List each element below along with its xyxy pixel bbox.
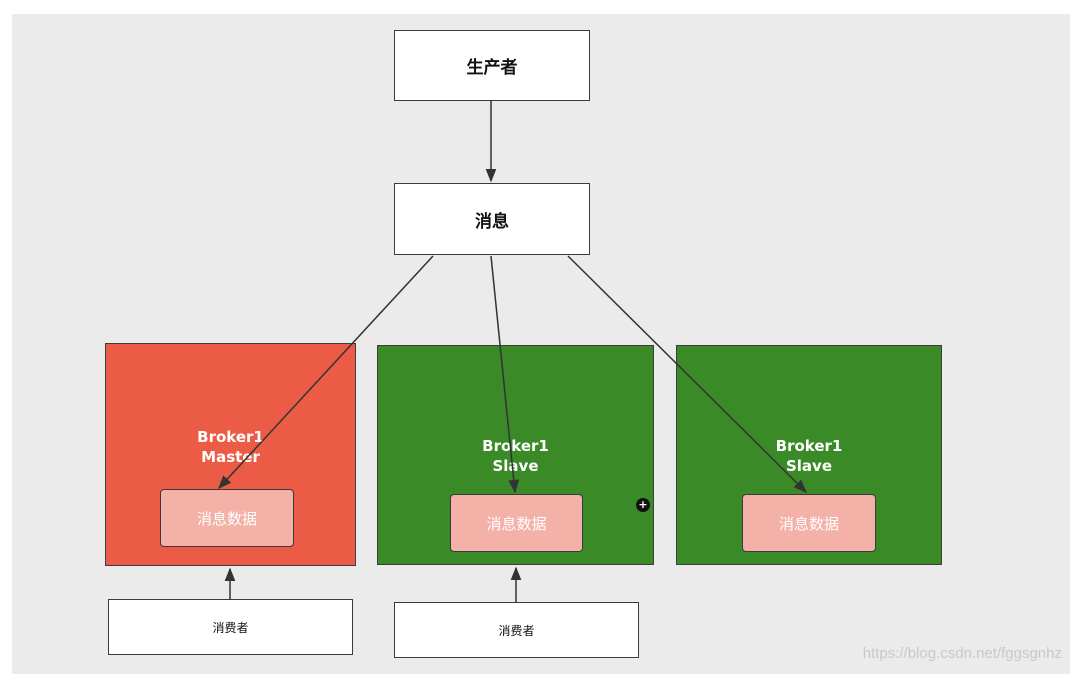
broker-slave-1-role: Slave (492, 457, 539, 475)
message-node: 消息 (394, 183, 590, 255)
broker-slave-2-data: 消息数据 (742, 494, 876, 552)
consumer-2-label: 消费者 (498, 623, 535, 638)
watermark: https://blog.csdn.net/fggsgnhz (862, 645, 1062, 662)
broker-slave-2-name: Broker1 (775, 437, 843, 455)
broker-master-data: 消息数据 (160, 489, 294, 547)
consumer-node-2: 消费者 (394, 602, 639, 658)
broker-slave-1-data-label: 消息数据 (486, 514, 547, 533)
producer-node: 生产者 (394, 30, 590, 101)
broker-slave-2-data-label: 消息数据 (778, 514, 839, 533)
cursor-icon: + (636, 498, 650, 512)
broker-master: Broker1 Master 消息数据 (105, 343, 356, 566)
consumer-1-label: 消费者 (212, 620, 249, 635)
broker-slave-1: Broker1 Slave 消息数据 (377, 345, 654, 565)
broker-slave-1-title: Broker1 Slave (378, 436, 653, 476)
broker-master-name: Broker1 (197, 428, 264, 446)
message-label: 消息 (475, 211, 509, 232)
broker-master-role: Master (201, 448, 260, 466)
broker-slave-2: Broker1 Slave 消息数据 (676, 345, 942, 565)
broker-master-data-label: 消息数据 (196, 509, 257, 528)
consumer-node-1: 消费者 (108, 599, 353, 655)
broker-slave-2-role: Slave (785, 457, 833, 475)
broker-slave-1-name: Broker1 (482, 437, 549, 455)
broker-master-title: Broker1 Master (106, 427, 355, 467)
producer-label: 生产者 (466, 58, 518, 78)
broker-slave-1-data: 消息数据 (450, 494, 583, 552)
broker-slave-2-title: Broker1 Slave (677, 436, 941, 476)
